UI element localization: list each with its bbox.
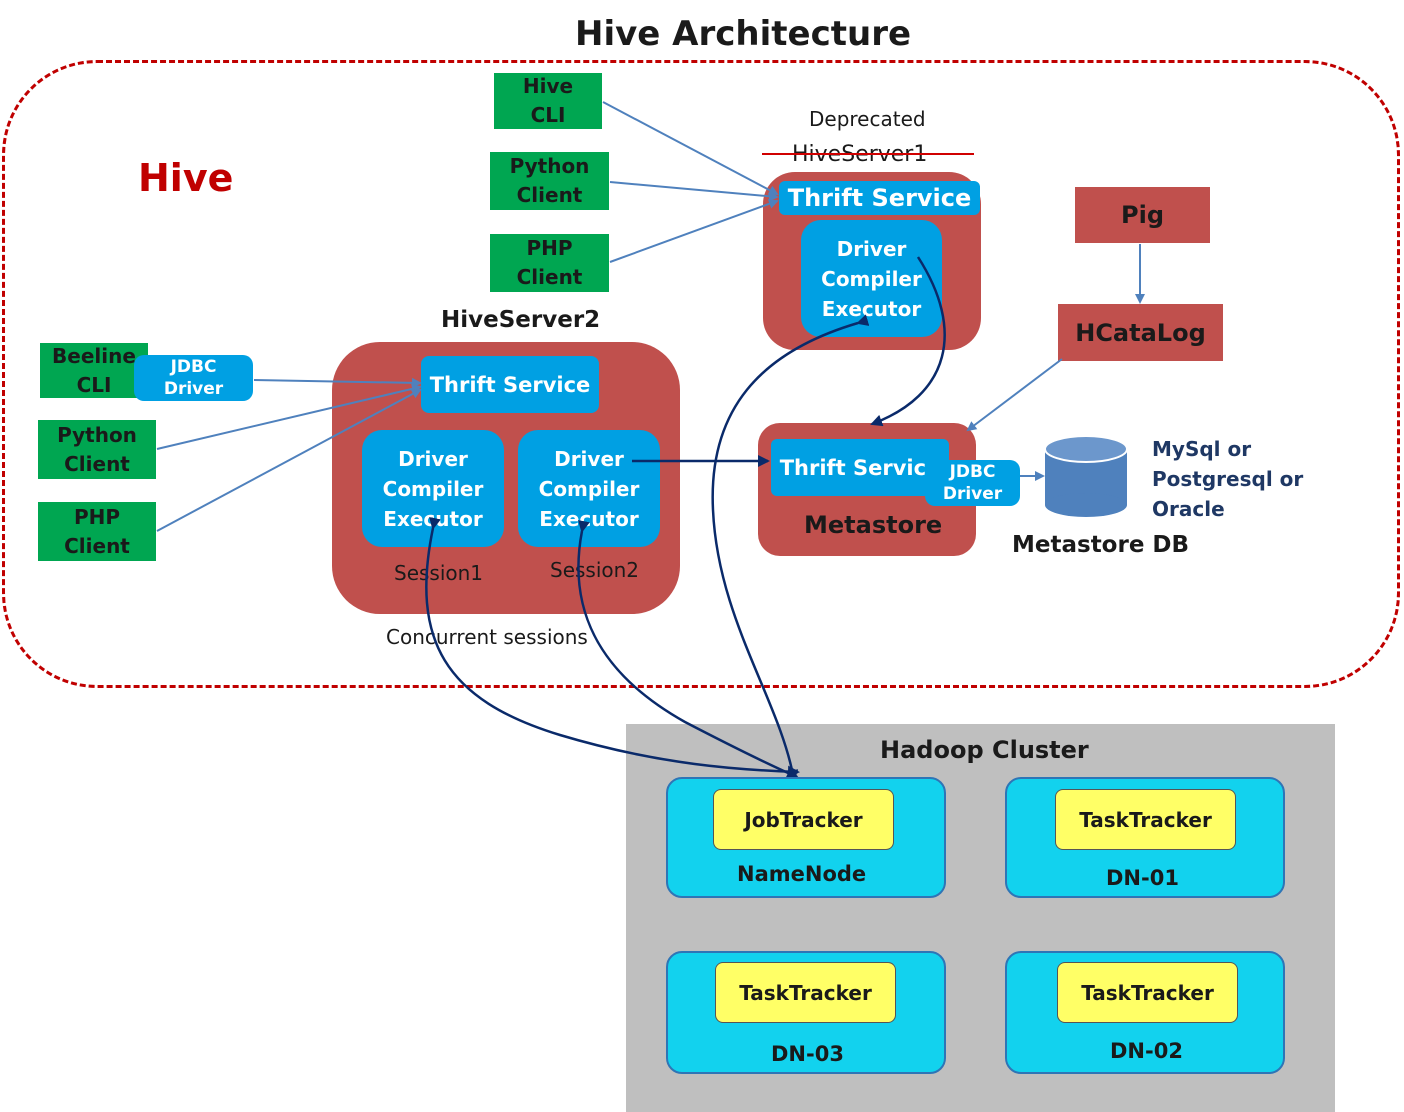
dn-01-label: DN-01 xyxy=(1106,866,1179,890)
tasktracker-dn-03: TaskTracker xyxy=(715,962,896,1023)
metastore-db-options: MySql or Postgresql or Oracle xyxy=(1152,434,1303,524)
metastore-thrift-service: Thrift Service xyxy=(771,439,949,496)
namenode-label: NameNode xyxy=(737,862,867,886)
metastore-db-label: Metastore DB xyxy=(1012,532,1190,558)
hiveserver2-title: HiveServer2 xyxy=(441,307,601,333)
hive-label: Hive xyxy=(138,156,234,200)
db-option-mysql: MySql or xyxy=(1152,437,1252,461)
jobtracker-box: JobTracker xyxy=(713,789,894,850)
diagram-title: Hive Architecture xyxy=(575,14,912,54)
hiveserver1-thrift-service: Thrift Service xyxy=(779,181,980,215)
tasktracker-dn-01: TaskTracker xyxy=(1055,789,1236,850)
metastore-label: Metastore xyxy=(804,511,943,539)
dn-03-label: DN-03 xyxy=(771,1042,844,1066)
concurrent-sessions-label: Concurrent sessions xyxy=(386,625,588,649)
db-option-oracle: Oracle xyxy=(1152,497,1225,521)
session2-label: Session2 xyxy=(550,558,640,582)
db-option-postgresql: Postgresql or xyxy=(1152,467,1304,491)
deprecated-label: Deprecated xyxy=(809,107,926,131)
hcatalog-box: HCataLog xyxy=(1058,304,1223,361)
tasktracker-dn-02: TaskTracker xyxy=(1057,962,1238,1023)
hiveserver1-strikethrough xyxy=(762,153,974,155)
hiveserver2-thrift-service: Thrift Service xyxy=(421,356,599,413)
pig-box: Pig xyxy=(1075,187,1210,243)
dn-02-label: DN-02 xyxy=(1110,1039,1183,1063)
hadoop-cluster-title: Hadoop Cluster xyxy=(880,736,1089,764)
session1-label: Session1 xyxy=(394,561,484,585)
